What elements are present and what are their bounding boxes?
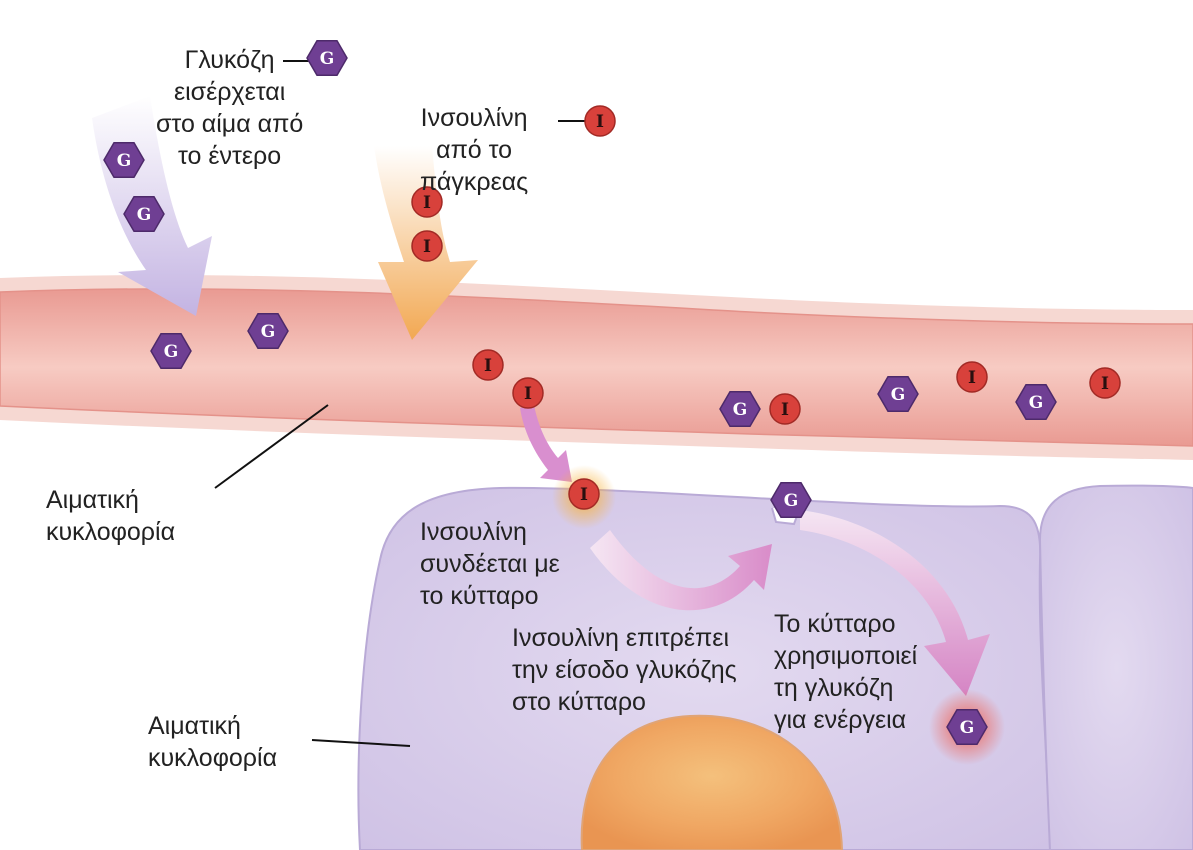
leader-line-blood-top (214, 404, 329, 489)
insulin-symbol: I (580, 485, 588, 505)
glucose-hexagon (150, 332, 192, 370)
glucose-symbol: G (1029, 393, 1044, 413)
insulin-symbol: I (781, 400, 789, 420)
insulin-molecule-vessel-7: I (1089, 367, 1121, 399)
cell-layer (357, 484, 1193, 850)
insulin-circle (472, 349, 504, 381)
glucose-molecule-energy-9: G (946, 708, 988, 746)
blood-circulation-label-bottom: Αιματική κυκλοφορία (148, 712, 278, 772)
insulin-molecule-bound-8: I (568, 478, 600, 510)
target-cell (357, 486, 1052, 850)
insulin-circle (568, 478, 600, 510)
neighbor-cell (1038, 484, 1193, 850)
glucose-symbol: G (164, 342, 179, 362)
glucose-symbol: G (261, 322, 276, 342)
insulin-to-cell-arrow (520, 405, 572, 482)
insulin-molecule-vessel-3: I (472, 349, 504, 381)
insulin-circle (1089, 367, 1121, 399)
insulin-binding-label: Ινσουλίνη συνδέεται με το κύτταρο (420, 518, 560, 610)
glucose-molecule-legend-0: G (306, 39, 348, 77)
glucose-hexagon (877, 375, 919, 413)
glucose-molecule-vessel-5: G (719, 390, 761, 428)
insulin-molecule-vessel-6: I (956, 361, 988, 393)
glucose-use-arrow (800, 510, 990, 696)
insulin-source-label: Ινσουλίνη από το πάγκρεας (420, 104, 529, 196)
glucose-symbol: G (117, 151, 132, 171)
glucose-molecule-vessel-4: G (247, 312, 289, 350)
insulin-symbol: I (596, 112, 604, 132)
glucose-hexagon (946, 708, 988, 746)
insulin-symbol: I (423, 237, 431, 257)
insulin-symbol: I (968, 368, 976, 388)
glucose-symbol: G (784, 491, 799, 511)
energy-use-label: Το κύτταρο χρησιμοποιεί τη γλυκόζη για ε… (774, 610, 918, 734)
insulin-circle (411, 186, 443, 218)
glucose-molecule-channel-8: G (770, 481, 812, 519)
insulin-molecule-legend-0: I (584, 105, 616, 137)
molecule-layer: G G G G G G G G G G I I I I I I I I I (103, 39, 1121, 746)
leader-line-blood-bottom (311, 739, 411, 747)
glucose-symbol: G (891, 385, 906, 405)
glucose-hexagon (306, 39, 348, 77)
insulin-circle (512, 377, 544, 409)
insulin-circle (956, 361, 988, 393)
glucose-uptake-arrow (590, 530, 772, 611)
glucose-symbol: G (960, 718, 975, 738)
insulin-molecule-vessel-5: I (769, 393, 801, 425)
glucose-hexagon (719, 390, 761, 428)
glucose-entry-cell-label: Ινσουλίνη επιτρέπει την είσοδο γλυκόζης … (512, 624, 737, 716)
glucose-molecule-vessel-3: G (150, 332, 192, 370)
insulin-circle (411, 230, 443, 262)
glucose-symbol: G (733, 400, 748, 420)
glucose-hexagon (770, 481, 812, 519)
insulin-circle (769, 393, 801, 425)
glucose-molecule-vessel-6: G (877, 375, 919, 413)
glucose-symbol: G (320, 49, 335, 69)
insulin-molecule-arrow-2: I (411, 230, 443, 262)
insulin-symbol: I (1101, 374, 1109, 394)
insulin-symbol: I (484, 356, 492, 376)
insulin-circle (584, 105, 616, 137)
insulin-symbol: I (524, 384, 532, 404)
glucose-hexagon (1015, 383, 1057, 421)
glucose-hexagon (123, 195, 165, 233)
glucose-entry-label: Γλυκόζη εισέρχεται στο αίμα από το έντερ… (156, 46, 304, 170)
blood-circulation-label-top: Αιματική κυκλοφορία (46, 486, 176, 546)
glucose-molecule-vessel-7: G (1015, 383, 1057, 421)
glucose-molecule-arrow-2: G (123, 195, 165, 233)
leader-lines (214, 60, 586, 747)
insulin-symbol: I (423, 193, 431, 213)
insulin-molecule-arrow-1: I (411, 186, 443, 218)
glucose-molecule-arrow-1: G (103, 141, 145, 179)
glucose-hexagon (247, 312, 289, 350)
glucose-symbol: G (137, 205, 152, 225)
cell-nucleus (580, 714, 844, 850)
insulin-molecule-vessel-4: I (512, 377, 544, 409)
glucose-hexagon (103, 141, 145, 179)
